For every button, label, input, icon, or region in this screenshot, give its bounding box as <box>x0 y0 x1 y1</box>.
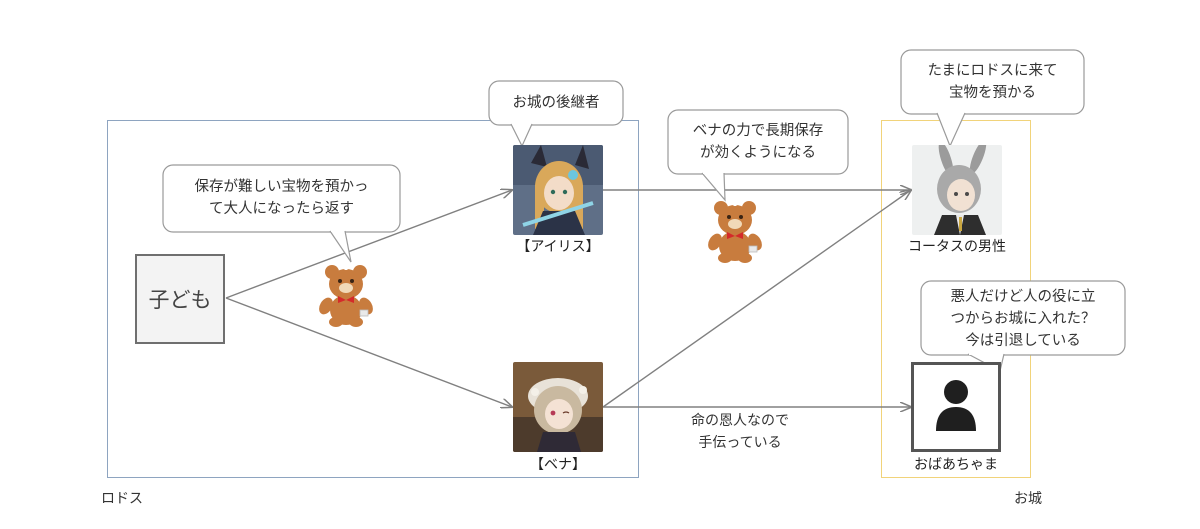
iris-portrait <box>513 145 603 235</box>
bubble-child: 保存が難しい宝物を預かっ て大人になったら返す <box>163 176 400 220</box>
bubble-child-line-2: て大人になったら返す <box>209 201 354 217</box>
edge-label-line-2: 手伝っている <box>698 435 782 451</box>
obaachan-name: おばあちゃま <box>914 457 998 473</box>
bubble-bena-power: ベナの力で長期保存 が効くようになる <box>668 120 848 164</box>
arrow-bena-to-kotas <box>602 190 911 408</box>
rhodes-region <box>107 120 639 478</box>
bena-portrait <box>513 362 603 452</box>
bubble-bena-power-line-2: が効くようになる <box>700 145 816 161</box>
iris-name: 【アイリス】 <box>516 239 600 255</box>
child-node: 子ども <box>135 254 225 344</box>
bubble-iris-line-1: お城の後継者 <box>512 95 600 111</box>
teddy-bear-icon <box>318 262 374 328</box>
kotas-name: コータスの男性 <box>908 239 1006 255</box>
bubble-iris: お城の後継者 <box>489 92 623 114</box>
arrow-child-to-iris <box>225 190 512 299</box>
bubble-kotas-line-2: 宝物を預かる <box>949 85 1036 101</box>
bena-name: 【ベナ】 <box>530 457 586 473</box>
rhodes-region-label: ロドス <box>101 491 143 507</box>
bubble-obaachan-line-3: 今は引退している <box>965 333 1081 349</box>
bubble-kotas: たまにロドスに来て 宝物を預かる <box>901 60 1084 104</box>
bubble-bena-power-shape <box>667 109 849 202</box>
bubble-obaachan: 悪人だけど人の役に立 つからお城に入れた？ 今は引退している <box>921 286 1125 352</box>
kotas-portrait <box>912 145 1002 235</box>
bubble-obaachan-line-2: つからお城に入れた？ <box>950 311 1096 327</box>
person-silhouette-icon <box>934 379 978 435</box>
castle-region-label: お城 <box>1014 491 1042 507</box>
edge-label-bena-to-obaachan: 命の恩人なので 手伝っている <box>670 410 810 454</box>
child-node-label: 子ども <box>148 288 212 312</box>
bubble-child-line-1: 保存が難しい宝物を預かっ <box>194 179 369 195</box>
arrow-child-to-bena <box>225 297 512 407</box>
bubble-kotas-shape <box>900 49 1085 148</box>
obaachan-node <box>911 362 1001 452</box>
bubble-kotas-line-1: たまにロドスに来て <box>927 63 1058 79</box>
teddy-bear-icon <box>707 198 763 264</box>
bubble-obaachan-line-1: 悪人だけど人の役に立 <box>950 289 1096 305</box>
edge-label-line-1: 命の恩人なので <box>691 413 789 429</box>
bubble-child-shape <box>162 164 401 263</box>
bubble-bena-power-line-1: ベナの力で長期保存 <box>692 123 824 139</box>
